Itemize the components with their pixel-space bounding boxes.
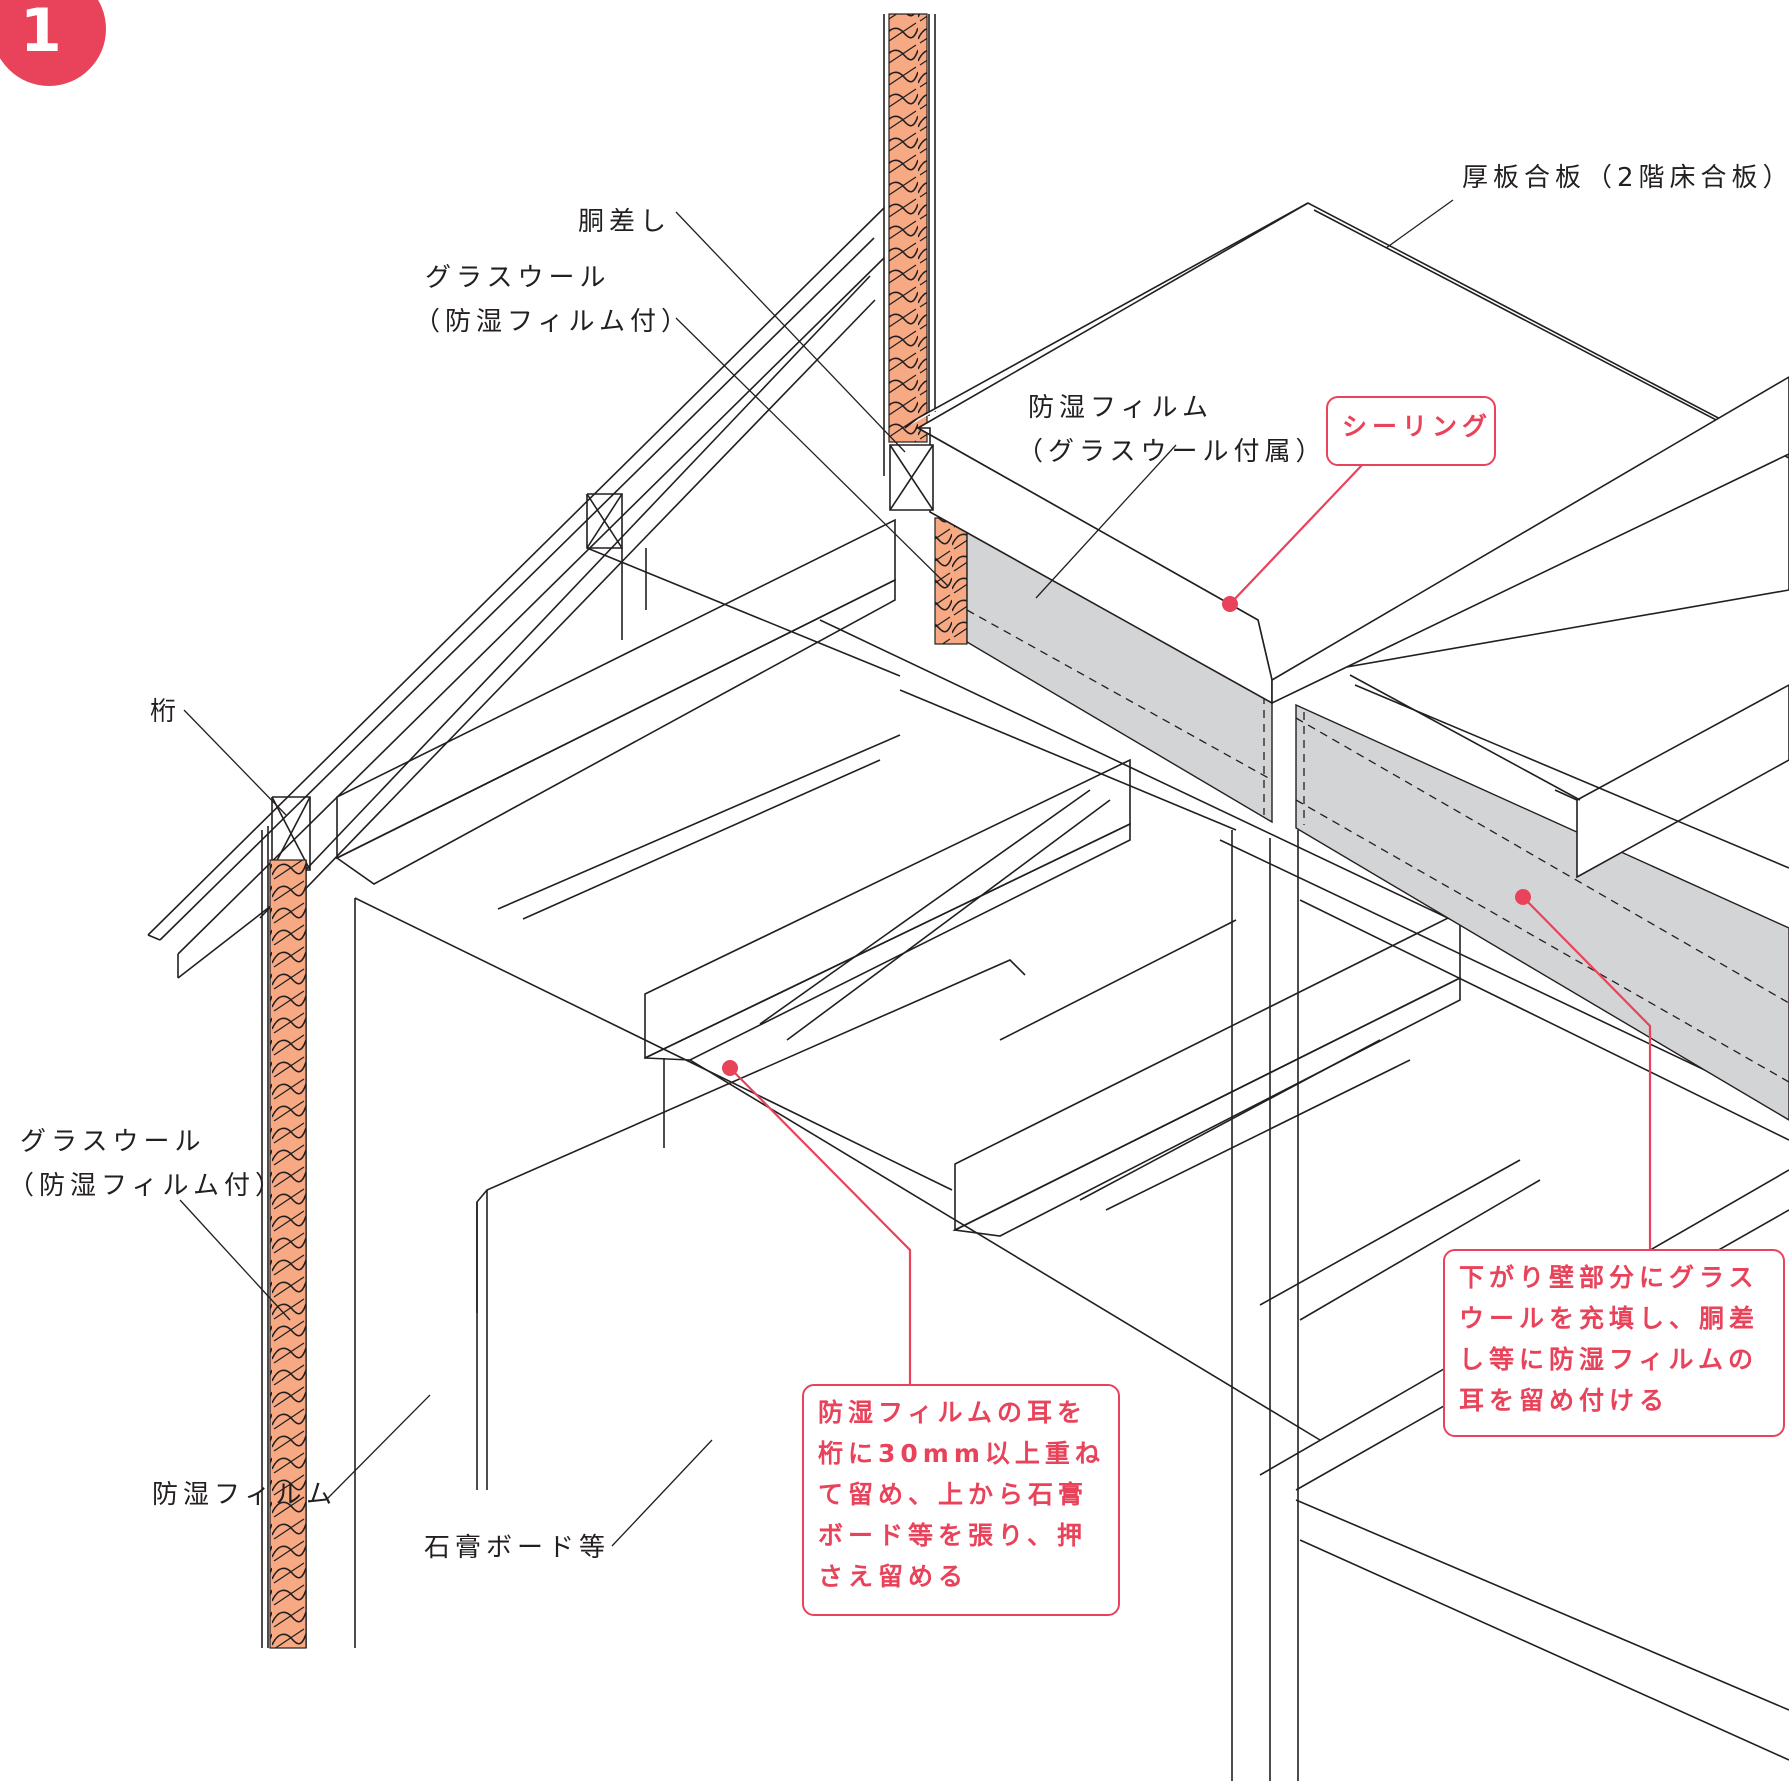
floor-joist	[354, 897, 691, 1063]
callout-keta-line: 防湿フィルムの耳を	[818, 1398, 1088, 1427]
brace-line	[1299, 1179, 1541, 1321]
leader-glasswool-top	[675, 317, 949, 587]
keta-beam	[271, 796, 311, 871]
plywood-step	[1354, 684, 1789, 869]
callout-wall-line: 下がり壁部分にグラス	[1459, 1263, 1759, 1292]
label-film-top-2: （グラスウール付属）	[1017, 437, 1327, 467]
figure-number: 1	[20, 0, 62, 66]
leader-wall-note	[1522, 896, 1652, 1249]
dousashi-beam	[889, 444, 934, 511]
brace-line	[1079, 1039, 1381, 1201]
callout-sealing-text: シーリング	[1342, 412, 1493, 441]
accent-leaders	[729, 463, 1652, 1384]
leader-glasswool-left	[179, 1199, 291, 1321]
floor-joist	[644, 822, 1131, 1061]
plywood-step	[1554, 789, 1578, 801]
floor-joist	[952, 976, 1461, 1237]
figure-number-badge: 1	[0, 0, 106, 86]
callout-keta-line: さえ留める	[818, 1562, 969, 1591]
brace-line	[899, 689, 1237, 831]
brace-line	[1105, 1059, 1411, 1211]
left-wall-glasswool	[269, 859, 307, 1649]
floor-joist	[954, 910, 1461, 1232]
brace-line	[1299, 899, 1789, 1141]
callout-wall-line: し等に防湿フィルムの	[1459, 1345, 1759, 1374]
plywood-step	[1576, 684, 1789, 879]
brace-line	[1259, 1159, 1521, 1306]
leader-lines	[179, 199, 1454, 1547]
brace-line	[1219, 839, 1789, 1111]
brace-line	[497, 734, 901, 910]
label-glasswool-left-1: グラスウール	[20, 1127, 206, 1157]
rafter-line	[147, 934, 161, 941]
label-plywood: 厚板合板（2階床合板）	[1462, 163, 1789, 193]
rafter-line	[159, 237, 875, 941]
brace-line	[999, 919, 1237, 1041]
leader-sealing	[1229, 463, 1364, 605]
callout-keta-line: 桁に30mm以上重ね	[818, 1439, 1105, 1468]
label-film-bottom: 防湿フィルム	[152, 1480, 337, 1510]
label-keta: 桁	[150, 697, 182, 727]
moisture-film-right	[1295, 703, 1789, 1121]
sealing-point	[1222, 596, 1238, 612]
wall-note-point	[1515, 889, 1531, 905]
brace-line	[786, 799, 1111, 1041]
callout-keta-line: て留め、上から石膏	[818, 1480, 1089, 1509]
label-dousashi: 胴差し	[578, 207, 672, 237]
leader-gypsum	[611, 1439, 713, 1547]
brace-line	[1295, 1499, 1789, 1711]
plywood-edge	[904, 202, 1309, 429]
leader-plywood	[1385, 199, 1454, 249]
rafter-line	[177, 904, 273, 979]
hanging-wall-glasswool	[934, 517, 968, 645]
plywood-step	[1349, 674, 1581, 801]
brace-line	[759, 789, 1091, 1025]
label-glasswool-left-2: （防湿フィルム付）	[8, 1171, 286, 1201]
accent-dots	[722, 596, 1531, 1076]
brace-line	[522, 759, 881, 920]
floor-joist	[336, 518, 896, 860]
floor-joist	[335, 578, 896, 885]
label-gypsum: 石膏ボード等	[424, 1533, 611, 1563]
label-film-top-1: 防湿フィルム	[1028, 393, 1213, 423]
leader-keta	[183, 709, 287, 816]
rafter-line	[147, 207, 885, 936]
floor-joist	[689, 1059, 1321, 1441]
callout-keta-line: ボード等を張り、押	[818, 1521, 1088, 1550]
rafter-line	[177, 257, 885, 955]
callout-wall-note: 下がり壁部分にグラス ウールを充填し、胴差 し等に防湿フィルムの 耳を留め付ける	[1443, 1249, 1785, 1437]
rafter-line	[284, 299, 876, 911]
callout-wall-line: ウールを充填し、胴差	[1459, 1304, 1760, 1333]
leader-keta-note	[729, 1067, 912, 1384]
post-box	[586, 493, 623, 549]
floor-joist	[689, 1061, 953, 1191]
upper-wall-glasswool	[888, 13, 928, 443]
gypsum-board	[476, 959, 1026, 1313]
leader-film-bottom	[325, 1394, 431, 1501]
callout-keta-note: 防湿フィルムの耳を 桁に30mm以上重ね て留め、上から石膏 ボード等を張り、押…	[802, 1384, 1120, 1616]
plywood-edge	[1313, 209, 1789, 459]
label-glasswool-top-1: グラスウール	[425, 263, 611, 293]
post-support	[586, 547, 901, 677]
plywood-end	[1271, 376, 1789, 705]
callout-wall-line: 耳を留め付ける	[1459, 1386, 1670, 1415]
callout-sealing: シーリング	[1326, 396, 1496, 466]
rafter-line	[259, 275, 871, 919]
label-glasswool-top-2: （防湿フィルム付）	[414, 307, 692, 337]
leader-film-top	[1035, 444, 1177, 599]
leader-dousashi	[675, 211, 906, 453]
keta-note-point	[722, 1060, 738, 1076]
brace-line	[1299, 1539, 1789, 1761]
